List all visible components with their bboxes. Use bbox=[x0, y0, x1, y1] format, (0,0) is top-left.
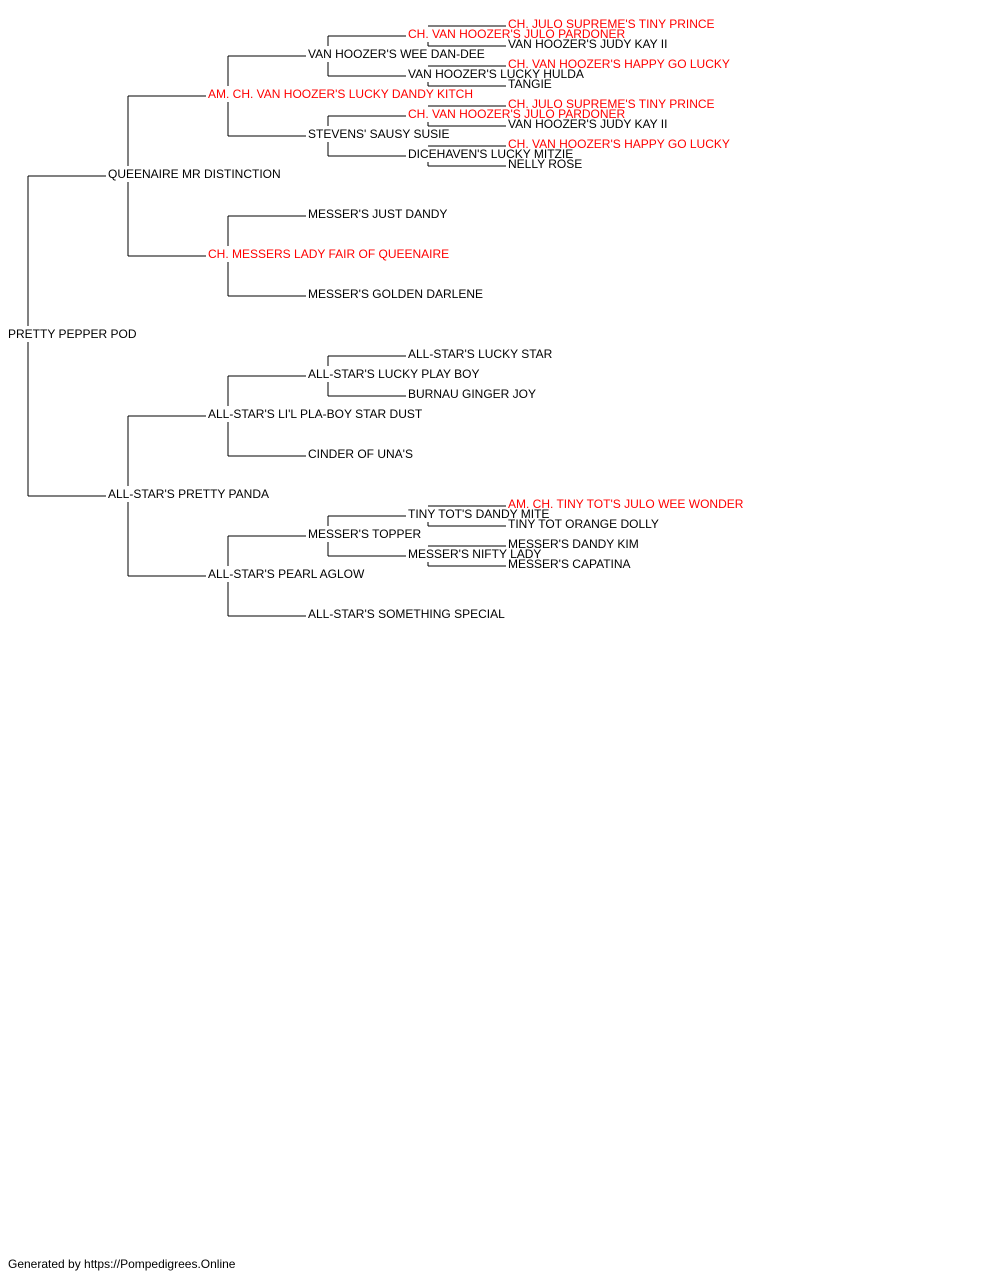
ancestor-dam: ALL-STAR'S PRETTY PANDA bbox=[108, 487, 269, 501]
footer-credit: Generated by https://Pompedigrees.Online bbox=[8, 1257, 236, 1271]
ancestor-sire-sire: AM. CH. VAN HOOZER'S LUCKY DANDY KITCH bbox=[208, 87, 473, 101]
ancestor-dam-sire-sire-sire: ALL-STAR'S LUCKY STAR bbox=[408, 347, 553, 361]
ancestor-dam-sire-sire-dam: BURNAU GINGER JOY bbox=[408, 387, 536, 401]
ancestor-sire-sire-dam-sire-dam: VAN HOOZER'S JUDY KAY II bbox=[508, 117, 667, 131]
ancestor-sire-sire-sire-sire: CH. VAN HOOZER'S JULO PARDONER bbox=[408, 27, 626, 41]
ancestor-sire-sire-dam-dam: DICEHAVEN'S LUCKY MITZIE bbox=[408, 147, 573, 161]
ancestor-sire-dam-sire: MESSER'S JUST DANDY bbox=[308, 207, 447, 221]
ancestor-dam-sire-sire: ALL-STAR'S LUCKY PLAY BOY bbox=[308, 367, 479, 381]
ancestor-dam-dam-sire-dam: MESSER'S NIFTY LADY bbox=[408, 547, 541, 561]
ancestor-sire-sire-dam: STEVENS' SAUSY SUSIE bbox=[308, 127, 449, 141]
ancestor-dam-dam-sire-sire: TINY TOT'S DANDY MITE bbox=[408, 507, 549, 521]
ancestor-sire-sire-dam-sire: CH. VAN HOOZER'S JULO PARDONER bbox=[408, 107, 626, 121]
ancestor-dam-dam-sire-dam-dam: MESSER'S CAPATINA bbox=[508, 557, 631, 571]
ancestor-sire-sire-sire: VAN HOOZER'S WEE DAN-DEE bbox=[308, 47, 485, 61]
ancestor-sire: QUEENAIRE MR DISTINCTION bbox=[108, 167, 281, 181]
ancestor-sire-sire-dam-dam-sire: CH. VAN HOOZER'S HAPPY GO LUCKY bbox=[508, 137, 730, 151]
ancestor-sire-sire-sire-dam-sire: CH. VAN HOOZER'S HAPPY GO LUCKY bbox=[508, 57, 730, 71]
ancestor-dam-dam-dam: ALL-STAR'S SOMETHING SPECIAL bbox=[308, 607, 505, 621]
ancestor-sire-sire-dam-dam-dam: NELLY ROSE bbox=[508, 157, 582, 171]
ancestor-dam-dam-sire: MESSER'S TOPPER bbox=[308, 527, 422, 541]
ancestor-sire-sire-sire-dam-dam: TANGIE bbox=[508, 77, 552, 91]
ancestor-dam-sire: ALL-STAR'S LI'L PLA-BOY STAR DUST bbox=[208, 407, 423, 421]
ancestor-dam-dam: ALL-STAR'S PEARL AGLOW bbox=[208, 567, 365, 581]
ancestor-dam-sire-dam: CINDER OF UNA'S bbox=[308, 447, 413, 461]
ancestor-subject: PRETTY PEPPER POD bbox=[8, 327, 137, 341]
ancestor-sire-dam: CH. MESSERS LADY FAIR OF QUEENAIRE bbox=[208, 247, 449, 261]
ancestor-dam-dam-sire-sire-dam: TINY TOT ORANGE DOLLY bbox=[508, 517, 659, 531]
ancestor-sire-sire-sire-sire-dam: VAN HOOZER'S JUDY KAY II bbox=[508, 37, 667, 51]
ancestor-sire-dam-dam: MESSER'S GOLDEN DARLENE bbox=[308, 287, 483, 301]
ancestor-dam-dam-sire-dam-sire: MESSER'S DANDY KIM bbox=[508, 537, 639, 551]
ancestor-sire-sire-sire-dam: VAN HOOZER'S LUCKY HULDA bbox=[408, 67, 584, 81]
ancestor-sire-sire-sire-sire-sire: CH. JULO SUPREME'S TINY PRINCE bbox=[508, 17, 715, 31]
ancestor-dam-dam-sire-sire-sire: AM. CH. TINY TOT'S JULO WEE WONDER bbox=[508, 497, 744, 511]
ancestor-sire-sire-dam-sire-sire: CH. JULO SUPREME'S TINY PRINCE bbox=[508, 97, 715, 111]
